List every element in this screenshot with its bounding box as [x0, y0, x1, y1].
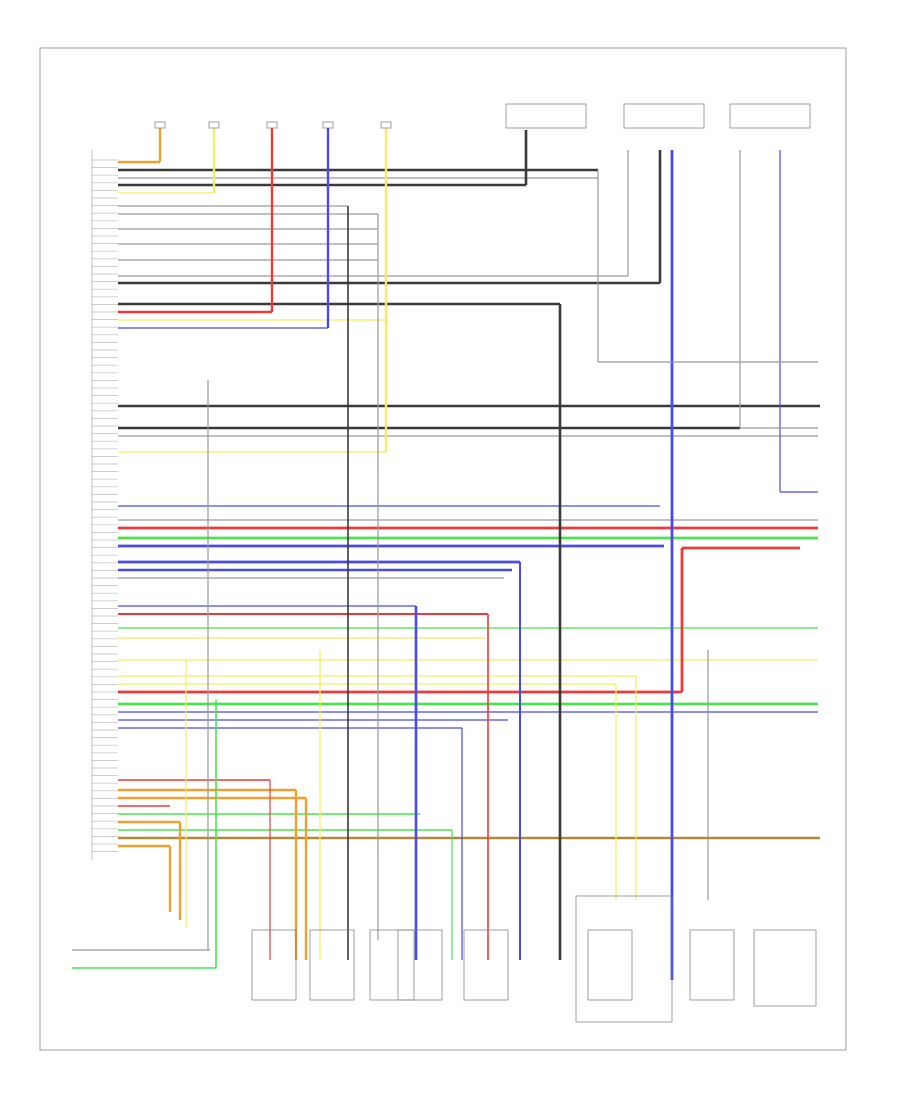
- wire-layer: [72, 128, 820, 980]
- connector-pin: [154, 121, 166, 129]
- bottom-component: [397, 929, 443, 1001]
- connector-pin: [266, 121, 278, 129]
- module-component: [575, 895, 673, 1023]
- switch-component: [623, 103, 705, 129]
- component-layer: [154, 103, 817, 1023]
- connector-pin: [322, 121, 334, 129]
- sensor-component: [753, 929, 817, 1007]
- bottom-component: [369, 929, 415, 1001]
- bottom-component: [587, 929, 633, 1001]
- connector-pin: [208, 121, 220, 129]
- switch-component: [505, 103, 587, 129]
- diagram-frame: [39, 47, 847, 1051]
- bottom-component: [309, 929, 355, 1001]
- bottom-component: [689, 929, 735, 1001]
- connector-pin: [380, 121, 392, 129]
- bottom-component: [463, 929, 509, 1001]
- bottom-component: [251, 929, 297, 1001]
- switch-component: [729, 103, 811, 129]
